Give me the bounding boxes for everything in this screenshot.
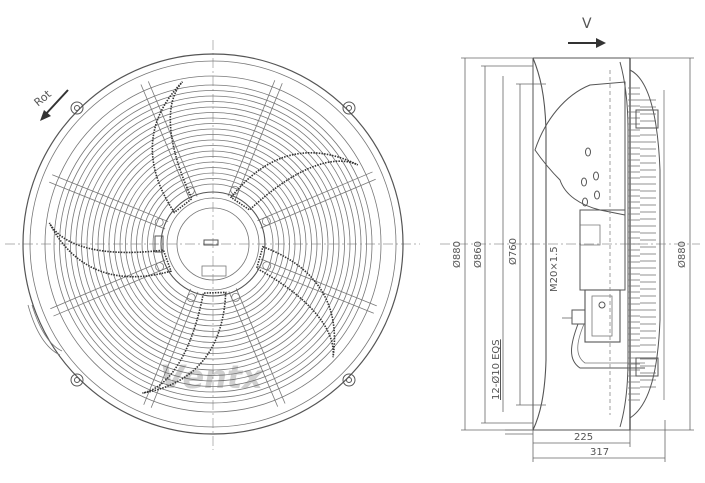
- guard-side: [629, 69, 661, 419]
- guard-wire-rings: [53, 84, 373, 404]
- dim-cable-gland: M20×1.5: [549, 246, 572, 319]
- fan-blades: [48, 81, 359, 394]
- motor-body: [579, 209, 626, 291]
- venturi-housing: [532, 57, 547, 431]
- guard-fins: [628, 87, 656, 401]
- mount-hole-icon: [342, 373, 356, 387]
- blade-profile: [534, 81, 626, 216]
- svg-text:225: 225: [574, 432, 593, 443]
- airflow-arrow-icon: [596, 38, 606, 48]
- rotation-indicator: Rot: [32, 87, 69, 121]
- mount-hole-icon: [70, 101, 84, 115]
- svg-text:Ø880: Ø880: [451, 241, 463, 268]
- housing-outer-ring: [22, 53, 404, 435]
- nameplate: [201, 265, 227, 277]
- svg-text:12-Ø10 EQS: 12-Ø10 EQS: [490, 339, 502, 400]
- svg-text:Ø760: Ø760: [507, 238, 519, 265]
- cable-gland-body: [571, 309, 586, 325]
- connector-block: [154, 235, 164, 253]
- front-view: Rot Ventx: [5, 40, 420, 450]
- svg-text:M20×1.5: M20×1.5: [549, 246, 560, 292]
- watermark-logo: Ventx: [160, 358, 264, 396]
- svg-text:Ø860: Ø860: [472, 241, 484, 268]
- power-cable: [27, 304, 61, 356]
- venturi-inner: [619, 61, 629, 428]
- svg-text:Ø880: Ø880: [676, 241, 688, 268]
- guard-outer-ring: [44, 75, 382, 413]
- mounting-ears: [70, 101, 356, 387]
- svg-text:317: 317: [590, 447, 609, 458]
- terminal-box: [584, 289, 621, 343]
- hub-outer: [160, 191, 266, 297]
- dim-225: 225: [532, 430, 631, 447]
- dim-d860: Ø860: [472, 65, 533, 424]
- mount-hole-icon: [342, 101, 356, 115]
- hub-ring: [166, 197, 260, 291]
- blade-holes: [581, 147, 600, 207]
- hub-center: [176, 207, 250, 281]
- rotation-label: Rot: [32, 87, 55, 109]
- dim-d760: Ø760: [507, 83, 546, 406]
- side-view: V: [440, 16, 700, 462]
- mount-hole-icon: [70, 373, 84, 387]
- side-cable: [571, 323, 645, 369]
- housing-inner-ring: [29, 60, 397, 428]
- rotation-arrow-icon: [40, 110, 51, 121]
- dim-317: 317: [532, 420, 666, 462]
- dim-holes: 12-Ø10 EQS: [490, 76, 504, 412]
- hub-label: [203, 239, 219, 246]
- airflow-label: V: [582, 16, 592, 32]
- airflow-indicator: V: [568, 16, 606, 48]
- dim-d880-right: Ø880: [630, 57, 694, 431]
